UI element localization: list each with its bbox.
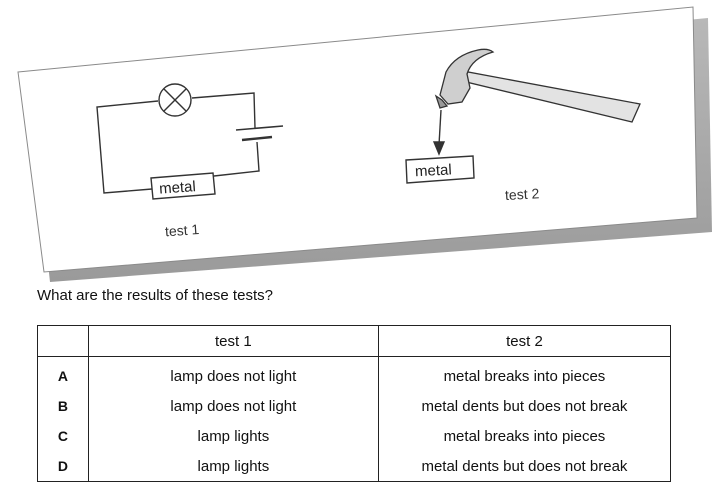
card-paper	[17, 6, 698, 273]
test1-result: lamp lights	[87, 421, 379, 451]
metal-label-test1: metal	[159, 178, 197, 198]
impact-arrow	[432, 109, 446, 156]
metal-label-test2: metal	[415, 161, 453, 180]
test1-result: lamp does not light	[87, 356, 379, 391]
metal-block-test2	[405, 155, 475, 184]
diagram-card: metal test 1 metal test 2	[17, 6, 712, 282]
table-row[interactable]: D lamp lights metal dents but does not b…	[37, 451, 672, 482]
cell-short-plate	[241, 135, 273, 142]
test1-result: lamp lights	[87, 451, 379, 482]
table-header-row: test 1 test 2	[37, 325, 672, 357]
hammer-icon	[434, 48, 641, 123]
test2-result: metal dents but does not break	[377, 391, 672, 421]
header-option	[37, 325, 89, 357]
circuit-wire-top-right	[191, 92, 256, 129]
answer-table: test 1 test 2 A lamp does not light meta…	[37, 325, 672, 482]
test2-caption: test 2	[505, 185, 540, 203]
header-test2: test 2	[377, 325, 672, 357]
circuit-wire-left	[96, 100, 159, 194]
test-diagram: metal test 1 metal test 2	[17, 6, 712, 282]
table-row[interactable]: A lamp does not light metal breaks into …	[37, 356, 672, 391]
test1-caption: test 1	[164, 221, 199, 239]
lamp-icon	[158, 83, 192, 117]
table-row[interactable]: C lamp lights metal breaks into pieces	[37, 421, 672, 451]
circuit-wire-bottom-right	[213, 141, 260, 177]
metal-block-test1	[150, 172, 216, 200]
cell-long-plate	[235, 125, 284, 131]
option-letter: D	[37, 451, 89, 482]
test1-result: lamp does not light	[87, 391, 379, 421]
option-letter: C	[37, 421, 89, 451]
question-text: What are the results of these tests?	[37, 287, 273, 304]
test1-circuit	[96, 83, 284, 200]
test2-result: metal breaks into pieces	[377, 356, 672, 391]
test2-result: metal breaks into pieces	[377, 421, 672, 451]
option-letter: B	[37, 391, 89, 421]
option-letter: A	[37, 356, 89, 391]
table-row[interactable]: B lamp does not light metal dents but do…	[37, 391, 672, 421]
test2-result: metal dents but does not break	[377, 451, 672, 482]
header-test1: test 1	[87, 325, 379, 357]
